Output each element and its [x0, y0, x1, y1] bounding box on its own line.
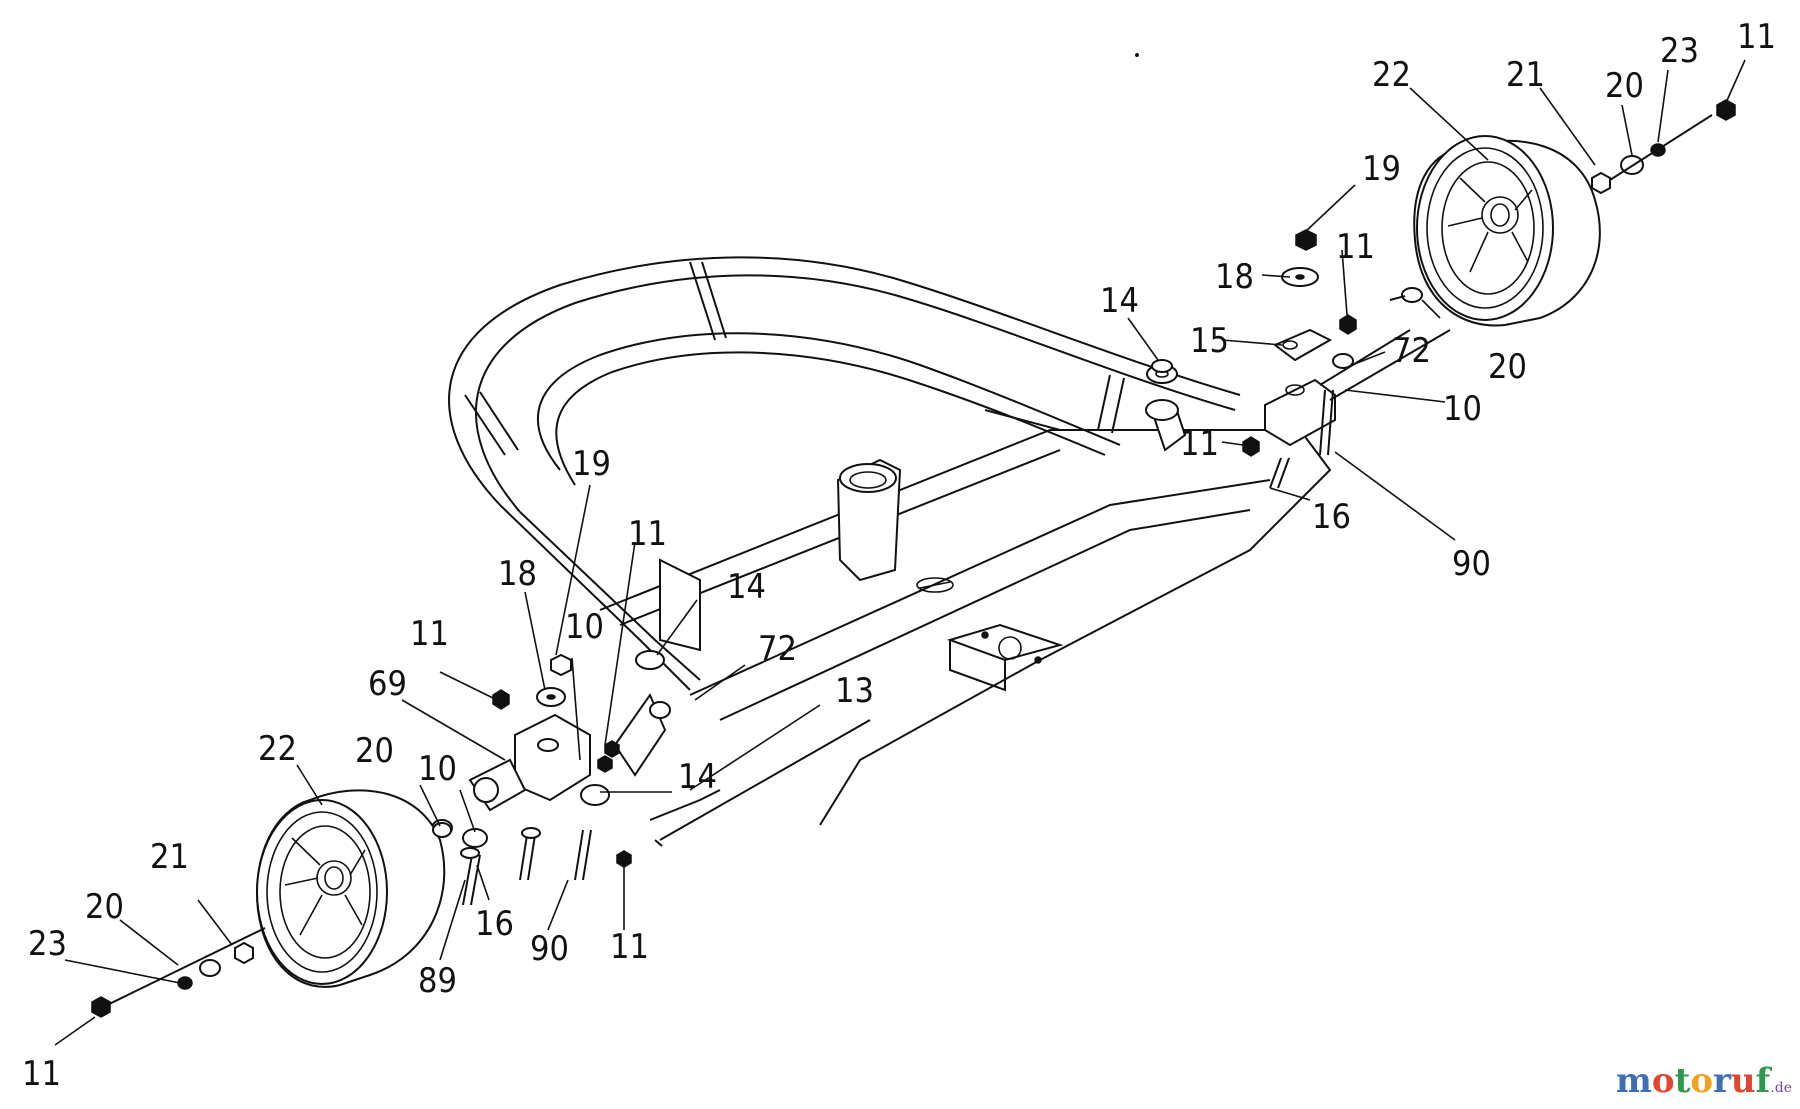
watermark-logo-text: motoruf [1616, 1061, 1770, 1101]
callout-20-left-lower: 20 [85, 887, 124, 927]
watermark-letter: f [1755, 1061, 1771, 1101]
callout-11-right-lower: 11 [1180, 424, 1219, 464]
callout-11-far-left: 11 [22, 1054, 61, 1094]
callout-10-left-upper: 10 [565, 607, 604, 647]
callout-15-right: 15 [1190, 321, 1229, 361]
callout-16-right: 16 [1312, 497, 1351, 537]
callout-23-top-right: 23 [1660, 31, 1699, 71]
steering-column-mount [836, 458, 902, 582]
callout-20-top-right: 20 [1605, 66, 1644, 106]
callout-90-left: 90 [530, 929, 569, 969]
callout-21-left: 21 [150, 837, 189, 877]
right-wheel-hardware [1389, 99, 1736, 303]
leader-lines [54, 59, 1746, 1046]
watermark-letter: o [1651, 1061, 1675, 1101]
left-wheel-hardware [91, 822, 452, 1018]
watermark-letter: o [1690, 1061, 1713, 1101]
callout-21-top-right: 21 [1506, 55, 1545, 95]
speck-dot [1135, 53, 1139, 57]
callout-11-left-upper: 11 [410, 614, 449, 654]
callout-22-top-right: 22 [1372, 55, 1411, 95]
callout-22-left: 22 [258, 729, 297, 769]
watermark-letter: m [1615, 1061, 1652, 1101]
callout-18-left: 18 [498, 554, 537, 594]
callout-labels: 11 23 20 21 22 19 18 11 14 15 72 20 10 1… [22, 17, 1776, 1094]
callout-90-right: 90 [1452, 544, 1491, 584]
callout-18-right: 18 [1215, 257, 1254, 297]
motoruf-watermark: motoruf.de [1616, 1061, 1792, 1101]
callout-20-right: 20 [1488, 347, 1527, 387]
callout-19-left: 19 [572, 444, 611, 484]
callout-69-left: 69 [368, 664, 407, 704]
right-hardware [1151, 229, 1357, 489]
callout-89-left: 89 [418, 961, 457, 1001]
callout-23-left: 23 [28, 924, 67, 964]
left-wheel [256, 789, 446, 988]
callout-72-right: 72 [1392, 331, 1431, 371]
right-wheel [1413, 135, 1601, 327]
watermark-suffix: .de [1770, 1080, 1792, 1096]
callout-10-left-lower: 10 [418, 749, 457, 789]
callout-10-right: 10 [1443, 389, 1482, 429]
left-axle-assembly [468, 558, 871, 847]
callout-13-left: 13 [835, 671, 874, 711]
watermark-letter: t [1674, 1061, 1691, 1101]
callout-11-left-mid: 11 [628, 514, 667, 554]
watermark-letter: u [1730, 1061, 1756, 1101]
callout-11-right-upper: 11 [1336, 227, 1375, 267]
callout-16-left: 16 [475, 904, 514, 944]
callout-14-left-lower: 14 [678, 757, 717, 797]
front-bumper-hoop [448, 256, 1241, 691]
callout-19-right: 19 [1362, 149, 1401, 189]
callout-11-left-bottom: 11 [610, 927, 649, 967]
left-hardware [431, 653, 632, 906]
watermark-letter: r [1713, 1061, 1731, 1101]
callout-14-left-upper: 14 [727, 567, 766, 607]
callout-11-top-right: 11 [1737, 17, 1776, 57]
callout-72-left: 72 [758, 629, 797, 669]
callout-14-right: 14 [1100, 281, 1139, 321]
chassis-frame [599, 429, 1332, 826]
callout-20-left: 20 [355, 731, 394, 771]
